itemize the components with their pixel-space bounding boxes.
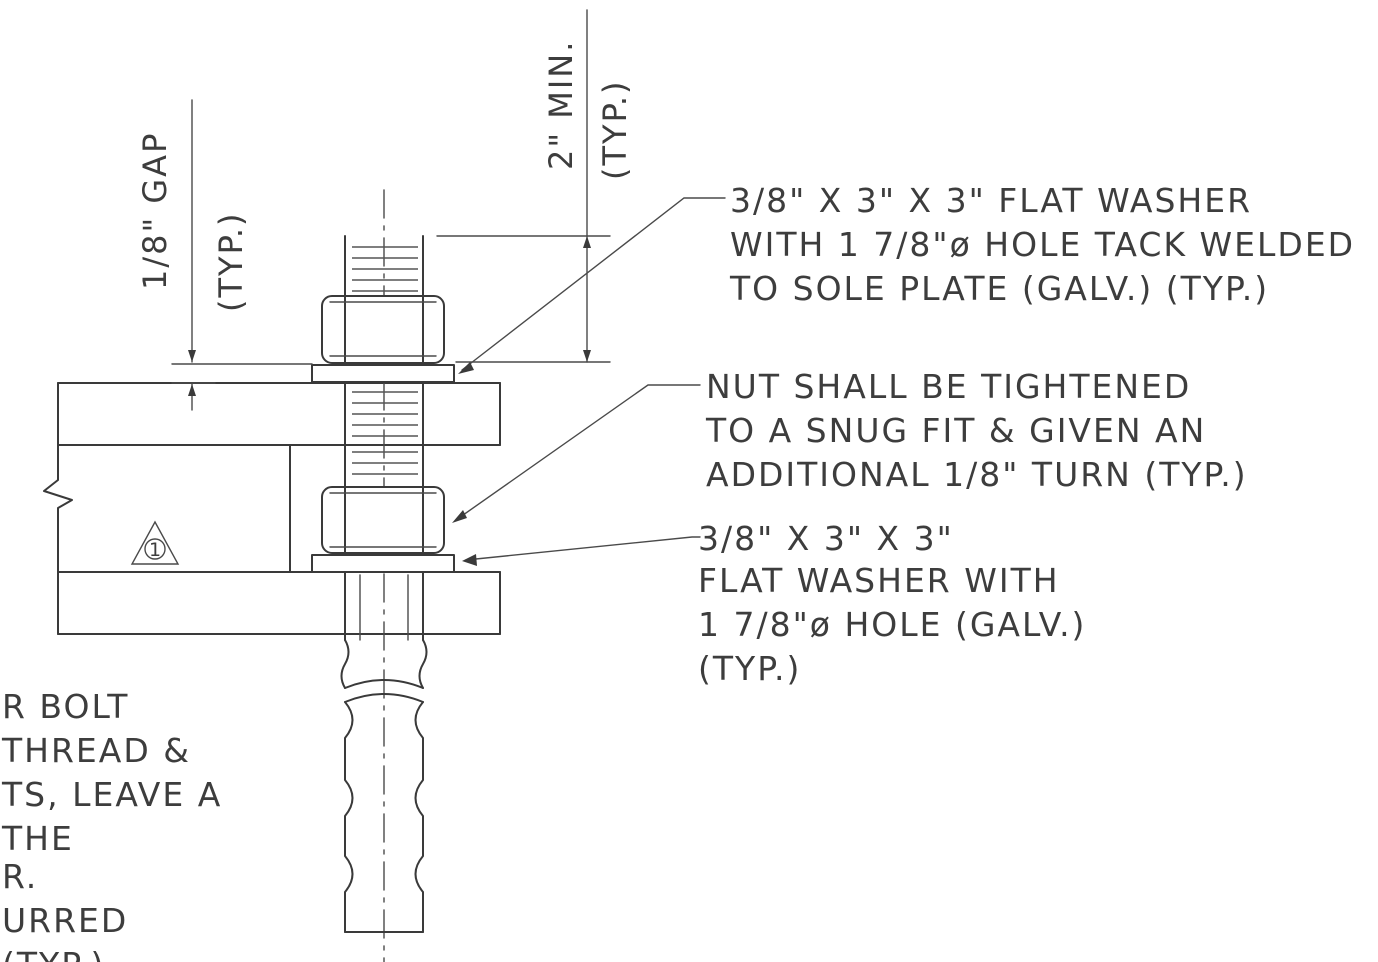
min-dimension-label: 2" MIN. <box>542 40 580 170</box>
note-top-washer-line-2: WITH 1 7/8"ø HOLE TACK WELDED <box>730 225 1355 264</box>
gap-dimension-label: 1/8" GAP <box>136 132 174 290</box>
note-top-washer-line-3: TO SOLE PLATE (GALV.) (TYP.) <box>729 269 1269 308</box>
bolt-break-symbol <box>340 639 428 703</box>
note-anchor-line-6: URRED <box>2 901 128 940</box>
note-nut-line-1: NUT SHALL BE TIGHTENED <box>706 367 1191 406</box>
lower-hex-nut <box>321 486 445 554</box>
note-anchor-line-3: TS, LEAVE A <box>1 775 222 814</box>
sole-plate-top-flange <box>57 382 501 446</box>
note-bottom-washer-line-3: 1 7/8"ø HOLE (GALV.) <box>698 605 1086 644</box>
note-top-washer-line-1: 3/8" X 3" X 3" FLAT WASHER <box>730 181 1252 220</box>
top-flat-washer <box>311 364 455 383</box>
note-bottom-washer-line-2: FLAT WASHER WITH <box>698 561 1060 600</box>
min-projection-dimension: 2" MIN. (TYP.) <box>436 9 634 363</box>
revision-triangle-tag: 1 <box>130 520 180 565</box>
note-bottom-washer-line-4: (TYP.) <box>698 649 801 688</box>
note-nut: NUT SHALL BE TIGHTENED TO A SNUG FIT & G… <box>705 367 1248 494</box>
bolt-thread-top <box>352 246 418 292</box>
note-anchor-line-4: THE <box>1 819 74 858</box>
leader-bottom-washer <box>462 536 701 566</box>
revision-tag-number: 1 <box>149 539 161 561</box>
lower-bolt-segment <box>344 701 424 933</box>
note-nut-line-2: TO A SNUG FIT & GIVEN AN <box>705 411 1206 450</box>
top-hex-nut <box>321 295 445 364</box>
leader-nut <box>452 384 701 523</box>
note-nut-line-3: ADDITIONAL 1/8" TURN (TYP.) <box>706 455 1248 494</box>
note-anchor-line-1: R BOLT <box>2 687 129 726</box>
note-bottom-washer-line-1: 3/8" X 3" X 3" <box>698 519 954 558</box>
lower-flat-washer <box>311 554 455 573</box>
note-top-washer: 3/8" X 3" X 3" FLAT WASHER WITH 1 7/8"ø … <box>729 181 1355 308</box>
break-line <box>43 382 73 635</box>
bottom-plate <box>57 571 501 635</box>
note-anchor-bolt-partial: R BOLT THREAD & TS, LEAVE A THE R. URRED… <box>1 687 222 962</box>
gap-dimension-typ: (TYP.) <box>212 211 250 312</box>
leader-top-washer <box>458 197 726 374</box>
gap-dimension: 1/8" GAP (TYP.) <box>136 99 313 411</box>
min-dimension-typ: (TYP.) <box>596 79 634 180</box>
note-bottom-washer: 3/8" X 3" X 3" FLAT WASHER WITH 1 7/8"ø … <box>698 519 1086 688</box>
note-anchor-line-7: (TYP.) <box>2 945 105 962</box>
bolt-thread-middle <box>352 391 418 475</box>
note-anchor-line-2: THREAD & <box>1 731 191 770</box>
note-anchor-line-5: R. <box>2 857 38 896</box>
